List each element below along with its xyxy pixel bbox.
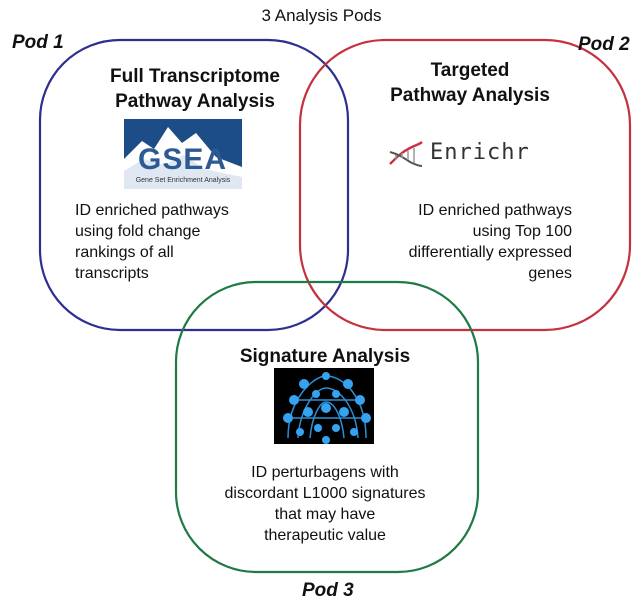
pod1-label: Pod 1	[12, 32, 64, 53]
pod2-label: Pod 2	[578, 34, 630, 55]
pod1-desc-line: using fold change	[75, 223, 201, 240]
pod2-desc-line: ID enriched pathways	[418, 202, 572, 219]
dna-helix-icon	[389, 141, 423, 167]
pod1-desc-line: rankings of all	[75, 244, 174, 261]
pod3-heading: Signature Analysis	[239, 346, 411, 367]
pod2-heading-line1: Targeted	[430, 60, 510, 81]
diagram-title: 3 Analysis Pods	[261, 6, 382, 25]
pod3-description: ID perturbagens with discordant L1000 si…	[190, 462, 460, 546]
gsea-logo: GSEA Gene Set Enrichment Analysis	[124, 119, 242, 189]
pod2-description: ID enriched pathways using Top 100 diffe…	[340, 200, 572, 284]
pod1-desc-line: transcripts	[75, 265, 149, 282]
network-sphere-icon	[283, 372, 371, 444]
pod2-desc-line: using Top 100	[472, 223, 572, 240]
pod1-heading: Full Transcriptome Pathway Analysis	[75, 64, 315, 114]
enrichr-logo-text: Enrichr	[430, 140, 530, 165]
gsea-logo-text: GSEA	[138, 143, 228, 176]
pod3-desc-line: therapeutic value	[264, 527, 386, 544]
pod2-desc-line: genes	[528, 265, 572, 282]
pod1-description: ID enriched pathways using fold change r…	[75, 200, 295, 284]
pod1-desc-line: ID enriched pathways	[75, 202, 229, 219]
pod1-heading-line1: Full Transcriptome	[110, 66, 280, 87]
mountain-icon	[124, 127, 242, 189]
pod3-desc-line: ID perturbagens with	[251, 464, 399, 481]
pod2-circle	[298, 38, 632, 332]
pod3-label: Pod 3	[302, 580, 354, 601]
pod2-heading: Targeted Pathway Analysis	[355, 58, 585, 108]
l1000-logo	[274, 368, 374, 444]
pod2-desc-line: differentially expressed	[408, 244, 572, 261]
pod2-heading-line2: Pathway Analysis	[390, 85, 550, 106]
enrichr-logo: Enrichr	[388, 136, 538, 172]
pod3-desc-line: that may have	[274, 506, 376, 523]
pod1-circle	[38, 38, 350, 332]
pod3-desc-line: discordant L1000 signatures	[224, 485, 426, 502]
pod1-heading-line2: Pathway Analysis	[115, 91, 275, 112]
gsea-logo-caption: Gene Set Enrichment Analysis	[135, 177, 231, 184]
pod3-circle	[174, 280, 480, 574]
